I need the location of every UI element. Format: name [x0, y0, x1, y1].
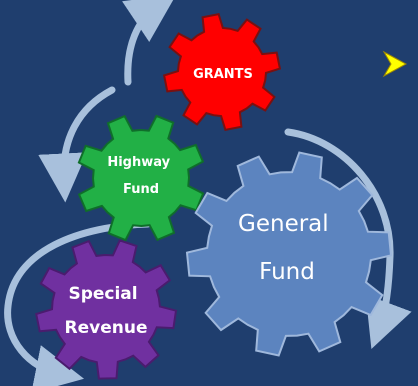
- curved-arrow-top-icon: [122, 0, 177, 86]
- curved-arrow-left-icon: [38, 86, 116, 203]
- gear-grants-label: GRANTS: [193, 67, 253, 82]
- gear-general-fund-shape: [185, 151, 393, 357]
- gear-special-revenue-shape: [35, 239, 178, 380]
- gear-highway-fund-shape: [77, 114, 205, 242]
- gear-grants-label-line-1: GRANTS: [193, 67, 253, 82]
- gear-special-revenue-label-line-2: Revenue: [65, 318, 148, 338]
- gear-highway-fund-label: Highway Fund: [107, 155, 174, 197]
- gear-special-revenue-label-line-1: Special: [68, 284, 137, 304]
- gear-general-fund-label-line-1: General: [238, 211, 329, 237]
- gear-general-fund-label-line-2: Fund: [259, 259, 315, 285]
- gear-general-fund: General Fund: [185, 151, 393, 357]
- curved-arrow-bottom-icon: [4, 220, 152, 386]
- gear-general-fund-label: General Fund: [238, 211, 336, 285]
- gear-highway-fund-label-line-1: Highway: [107, 155, 170, 170]
- gear-grants-shape: [162, 12, 282, 132]
- gear-special-revenue-label: Special Revenue: [65, 284, 148, 338]
- gear-grants: GRANTS: [162, 12, 282, 132]
- gear-highway-fund: Highway Fund: [77, 114, 205, 242]
- gear-highway-fund-label-line-2: Fund: [123, 182, 159, 197]
- gear-special-revenue: Special Revenue: [35, 239, 178, 380]
- arrowhead-bullet-icon: [382, 50, 408, 78]
